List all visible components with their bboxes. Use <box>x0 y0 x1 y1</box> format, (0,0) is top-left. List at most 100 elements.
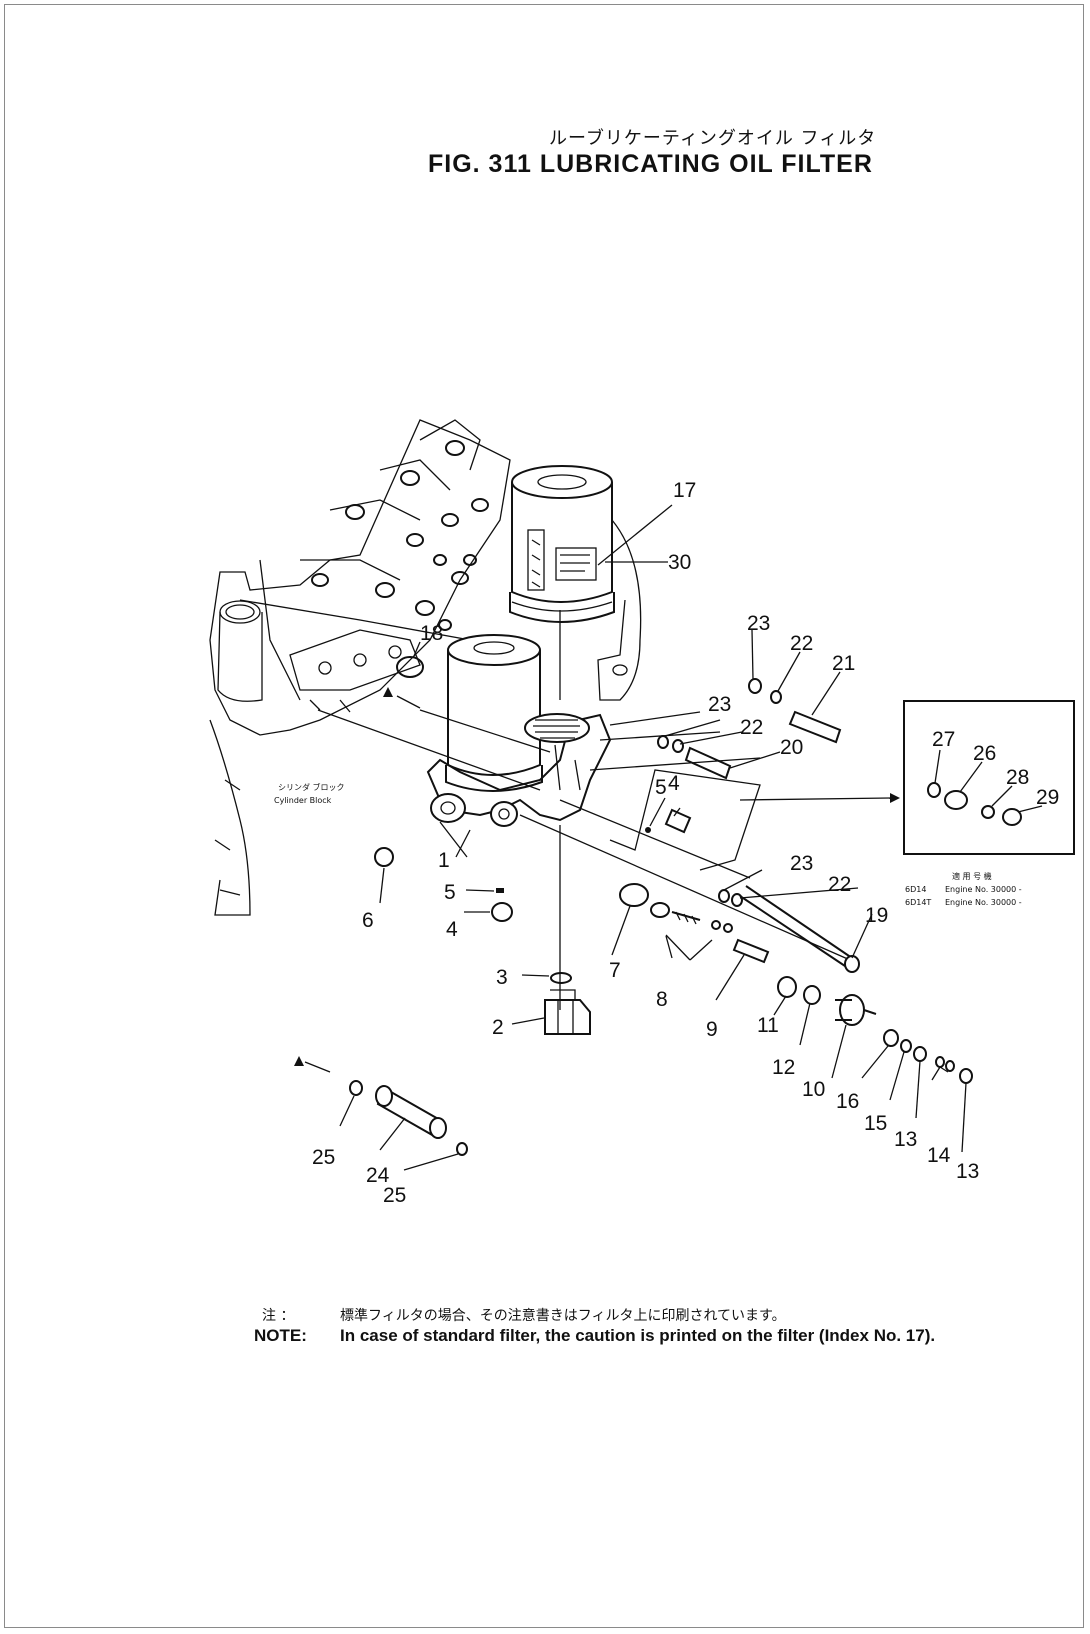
callout-15: 15 <box>864 1112 887 1135</box>
detail-box <box>903 700 1075 855</box>
oil-filter-element-17 <box>509 465 615 623</box>
callout-26: 26 <box>973 742 996 765</box>
callout-7: 7 <box>609 959 621 982</box>
callout-25: 25 <box>312 1146 335 1169</box>
gasket-12 <box>803 985 821 1005</box>
washer-23 <box>748 678 762 694</box>
callout-9: 9 <box>706 1018 718 1041</box>
cylinder-block-outline <box>209 419 511 916</box>
serial-range-a: Engine No. 30000 - <box>945 885 1022 894</box>
note-text-jp: 標準フィルタの場合、その注意書きはフィルタ上に印刷されています。 <box>340 1308 786 1324</box>
callout-14: 14 <box>927 1144 951 1167</box>
callout-19: 19 <box>865 904 888 927</box>
detail-arrowhead <box>890 793 900 803</box>
reference-triangle-marker <box>294 1056 304 1066</box>
callout-16: 16 <box>836 1090 859 1113</box>
washer-22 <box>770 690 782 704</box>
callout-17: 17 <box>673 479 696 502</box>
detail-leader-lines <box>934 749 1043 813</box>
note-label-jp: 注 ： <box>262 1308 295 1324</box>
note-english: NOTE: In case of standard filter, the cau… <box>254 1326 935 1346</box>
bolt-21 <box>788 710 842 744</box>
figure-title: FIG. 311 LUBRICATING OIL FILTER <box>428 150 873 178</box>
callout-2: 2 <box>492 1016 504 1039</box>
cylinder-block-label-jp: シリンダ ブロック <box>278 782 345 792</box>
bolt-20 <box>684 746 732 780</box>
callout-28: 28 <box>1006 766 1029 789</box>
callout-20: 20 <box>780 736 803 759</box>
callout-4: 4 <box>446 918 458 941</box>
valve-7 <box>619 883 649 907</box>
leader-line <box>931 1066 941 1081</box>
serial-code-a: 6D14 <box>905 885 926 894</box>
callout-13: 13 <box>894 1128 917 1151</box>
callout-30: 30 <box>668 551 691 574</box>
callout-6: 6 <box>362 909 374 932</box>
callout-numbers: 1 2 3 4 4 5 5 6 7 8 9 10 11 12 13 13 14 … <box>312 479 1059 1207</box>
callout-3: 3 <box>496 966 508 989</box>
callout-23-low: 23 <box>790 852 813 875</box>
callout-22-low: 22 <box>828 873 851 896</box>
callout-27: 27 <box>932 728 955 751</box>
pressure-sender-10 <box>835 994 877 1026</box>
callout-4-upper: 4 <box>668 772 680 795</box>
ball-5 <box>645 827 651 833</box>
callout-10: 10 <box>802 1078 825 1101</box>
bracket-hole <box>612 664 628 676</box>
callout-29: 29 <box>1036 786 1059 809</box>
washer-11 <box>777 976 797 998</box>
leader-line <box>939 1066 949 1073</box>
plug-6 <box>374 847 394 867</box>
arrow-line <box>396 695 421 709</box>
serial-header: 適 用 号 機 <box>952 871 992 881</box>
callout-23-top: 23 <box>747 612 770 635</box>
washer-23 <box>718 889 730 903</box>
washer-16 <box>883 1029 899 1047</box>
callout-25-right: 25 <box>383 1184 406 1207</box>
filter-bracket-outline <box>597 519 642 701</box>
plug-4 <box>491 902 513 922</box>
nut-13 <box>913 1046 927 1062</box>
pipe-24 <box>375 1085 447 1139</box>
callout-12: 12 <box>772 1056 795 1079</box>
callout-23-mid: 23 <box>708 693 731 716</box>
serial-range-b: Engine No. 30000 - <box>945 898 1022 907</box>
o-ring-25 <box>456 1142 468 1156</box>
valve-spring-8 <box>650 902 733 961</box>
note-japanese: 注 ： 標準フィルタの場合、その注意書きはフィルタ上に印刷されています。 <box>262 1305 786 1325</box>
callout-8: 8 <box>656 988 668 1011</box>
page-border <box>4 4 1084 1628</box>
washer-22 <box>731 893 743 907</box>
callout-24: 24 <box>366 1164 390 1187</box>
callout-21: 21 <box>832 652 855 675</box>
callout-22-top: 22 <box>790 632 813 655</box>
serial-code-b: 6D14T <box>905 898 931 907</box>
callout-22-mid: 22 <box>740 716 763 739</box>
callout-1: 1 <box>438 849 450 872</box>
washer-15 <box>900 1039 912 1053</box>
callout-13-end: 13 <box>956 1160 979 1183</box>
oil-filter-element-front <box>445 634 543 792</box>
callout-leader-lines <box>339 504 967 1171</box>
o-ring-25 <box>349 1080 363 1096</box>
figure-title-japanese: ルーブリケーティングオイル フィルタ <box>549 128 877 149</box>
callout-5: 5 <box>444 881 456 904</box>
plug-4 <box>664 808 692 834</box>
gasket-18 <box>396 656 424 678</box>
washer-14 <box>945 1060 955 1072</box>
o-ring-3 <box>550 972 572 984</box>
filter-head-casting <box>426 713 612 827</box>
callout-11: 11 <box>757 1014 779 1037</box>
arrow-line <box>304 1061 331 1073</box>
bolt-19 <box>739 885 860 973</box>
nut-13 <box>959 1068 973 1084</box>
note-label: NOTE: <box>254 1326 307 1345</box>
drain-plug-2 <box>544 989 591 1035</box>
washer-23 <box>657 735 669 749</box>
callout-5-upper: 5 <box>655 776 667 799</box>
note-text: In case of standard filter, the caution … <box>340 1326 936 1345</box>
callout-18: 18 <box>420 622 443 645</box>
reference-triangle-marker <box>383 687 393 697</box>
